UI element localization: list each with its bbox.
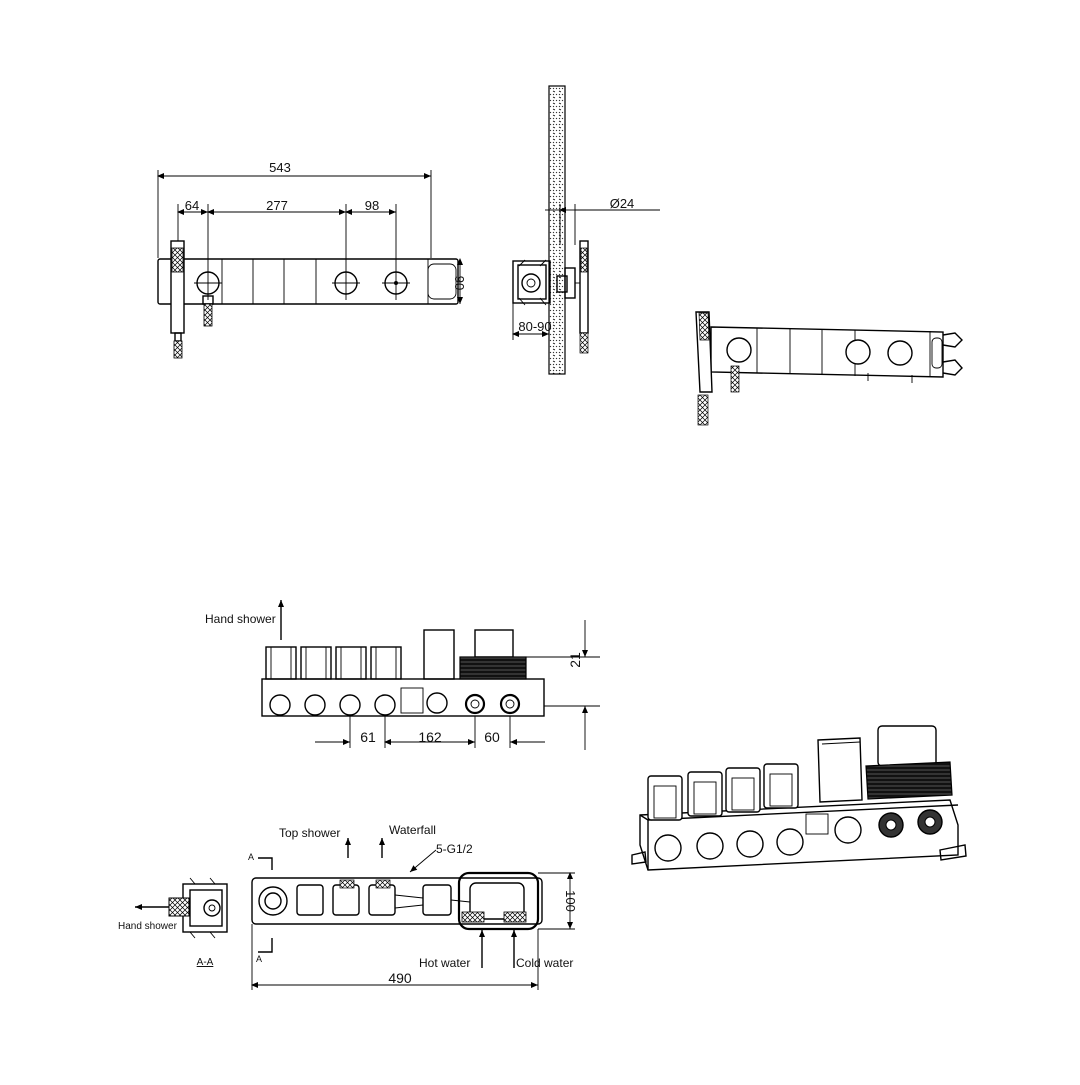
plan-label-hot-water: Hot water (419, 956, 470, 970)
section-label-hand-shower: Hand shower (118, 921, 178, 932)
valve-top-dim-c: 60 (484, 729, 500, 745)
front-view: 543 64 277 98 (157, 160, 467, 359)
section-label: A-A (197, 957, 214, 968)
valve-top-dim-a: 61 (360, 729, 376, 745)
plan-section-mark-bottom: A (256, 954, 262, 964)
valve-top-view: Hand shower 21 (205, 600, 600, 750)
valve-isometric-view (631, 725, 967, 871)
plan-label-thread: 5-G1/2 (436, 842, 473, 856)
front-dim-right: 98 (365, 198, 379, 213)
front-dim-left: 64 (185, 198, 199, 213)
side-view: Ø24 80-90 (512, 85, 660, 375)
plan-dim-depth: 100 (563, 890, 578, 912)
panel-isometric-view (695, 311, 963, 426)
side-dim-depth: 80-90 (518, 319, 551, 334)
plan-label-top-shower: Top shower (279, 826, 340, 840)
valve-top-dim-b: 162 (418, 729, 442, 745)
side-dim-diameter: Ø24 (610, 196, 635, 211)
valve-top-label-hand-shower: Hand shower (205, 612, 276, 626)
plan-section-mark-top: A (248, 852, 254, 862)
plan-label-cold-water: Cold water (516, 956, 573, 970)
valve-plan-view: Top shower Waterfall 5-G1/2 A A Hot wate… (248, 823, 578, 990)
front-dim-middle: 277 (266, 198, 288, 213)
section-a-a-view: Hand shower A-A (118, 877, 228, 968)
plan-dim-width: 490 (388, 970, 412, 986)
front-dim-overall: 543 (269, 160, 291, 175)
front-dim-height: 90 (452, 276, 467, 290)
valve-top-dim-height: 21 (567, 652, 583, 668)
plan-label-waterfall: Waterfall (389, 823, 436, 837)
